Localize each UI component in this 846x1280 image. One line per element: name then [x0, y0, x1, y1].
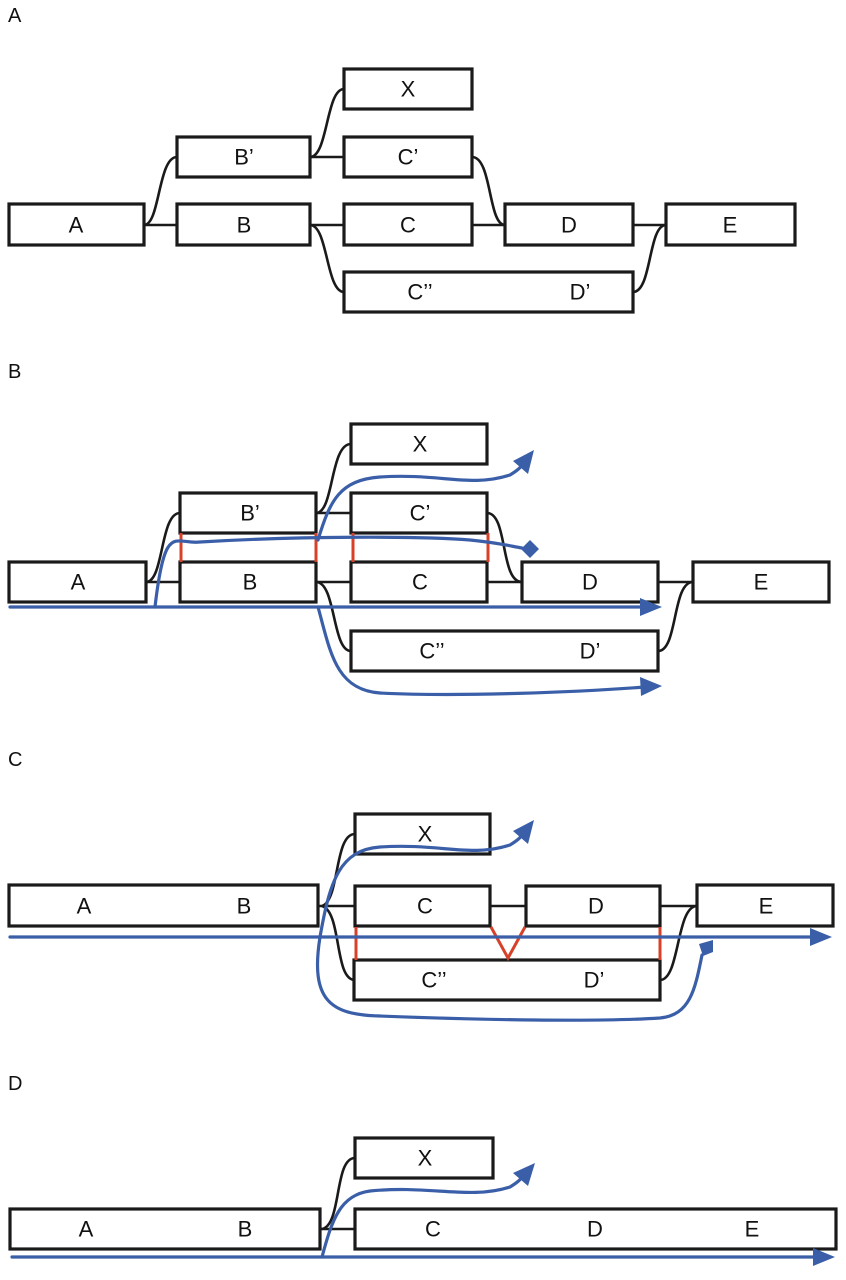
box-e: E [691, 560, 831, 604]
box-dprime-label: D’ [584, 968, 605, 993]
box-c-prime: C’ [349, 491, 489, 535]
box-dprime-label: D’ [570, 280, 591, 305]
connector-b-cpp [321, 904, 356, 982]
panel-c-label: C [8, 749, 22, 771]
diamond-icon [699, 940, 713, 956]
panel-b-label: B [8, 361, 21, 383]
connector-dprime-e [657, 580, 694, 653]
box-c-label: C [400, 213, 416, 238]
box-c-label: C [417, 894, 433, 919]
connector-cprime-d [471, 155, 506, 227]
box-x: X [349, 422, 489, 466]
box-b-prime-label: B’ [234, 145, 254, 170]
connector-b-cpp [309, 223, 345, 294]
box-c-prime-label: C’ [410, 501, 431, 526]
box-dprime-label: D’ [580, 639, 601, 664]
blue-path-x-branch [318, 831, 526, 939]
box-b: B [178, 560, 318, 604]
panel-b: B A B’ B X C’ C D E C’’ D’ [7, 361, 831, 697]
diamond-icon [521, 540, 539, 558]
box-c-label: C [412, 570, 428, 595]
box-e-label: E [723, 213, 738, 238]
box-cpp-dprime: C’’ D’ [352, 958, 662, 1002]
blue-path-x-branch [320, 1173, 526, 1259]
blue-path-cpp-branch [315, 935, 704, 1022]
box-a-label: A [69, 213, 84, 238]
arrowhead-icon [640, 677, 662, 696]
box-b-prime: B’ [178, 491, 318, 535]
box-d: D [503, 202, 635, 247]
box-cpp-dprime: C’’ D’ [349, 629, 660, 673]
connector-a-bprime [143, 155, 178, 227]
blue-path-x-branch [316, 461, 526, 542]
box-a-label: A [77, 894, 92, 919]
box-c-prime-label: C’ [398, 145, 419, 170]
arrowhead-icon [813, 1248, 835, 1266]
box-c: C [342, 202, 474, 247]
box-c: C [349, 560, 489, 604]
arrowhead-icon [810, 928, 832, 946]
connector-a-bprime [145, 511, 181, 584]
box-b: B [175, 202, 312, 247]
box-b-label: B [237, 213, 252, 238]
arrowhead-icon [640, 598, 662, 616]
box-x-label: X [418, 1146, 433, 1171]
arrowhead-icon [513, 450, 534, 474]
panel-c: C A B X C D E C’’ D’ [7, 749, 835, 1022]
box-x: X [353, 1136, 495, 1180]
box-cpp-label: C’’ [407, 280, 432, 305]
box-c-d-e: C D E [353, 1207, 838, 1251]
red-v-link [489, 926, 527, 962]
box-x-label: X [401, 77, 416, 102]
box-b-prime-label: B’ [240, 501, 260, 526]
box-d-label: D [588, 894, 604, 919]
connector-dprime-e [632, 223, 667, 294]
box-e-label: E [745, 1217, 760, 1242]
box-x-label: X [413, 432, 428, 457]
box-b-prime: B’ [175, 135, 312, 179]
box-e-label: E [754, 570, 769, 595]
box-cpp-label: C’’ [421, 968, 446, 993]
panel-a-label: A [8, 5, 22, 27]
box-a-label: A [79, 1217, 94, 1242]
box-x: X [342, 67, 474, 111]
connector-b-x [321, 1156, 356, 1231]
blue-path-cpp-branch [316, 605, 647, 697]
box-d: D [524, 884, 662, 928]
arrowhead-icon [513, 1163, 535, 1186]
box-e: E [695, 883, 835, 928]
box-b-label: B [243, 570, 258, 595]
box-e: E [664, 202, 797, 247]
box-d: D [520, 560, 660, 604]
box-c: C [353, 884, 492, 928]
box-d-label: D [582, 570, 598, 595]
connector-bprime-x [309, 87, 345, 159]
box-b-label: B [237, 894, 252, 919]
box-a-b: A B [8, 1207, 322, 1251]
arrowhead-icon [513, 820, 534, 844]
box-a-label: A [71, 570, 86, 595]
box-b-label: B [238, 1217, 253, 1242]
box-c-prime: C’ [342, 135, 474, 179]
panel-d-label: D [8, 1073, 22, 1095]
panel-d: D A B X C D E [8, 1073, 838, 1266]
connector-cprime-d [486, 511, 523, 584]
box-d-label: D [561, 213, 577, 238]
box-cpp-label: C’’ [419, 639, 444, 664]
box-a-b: A B [7, 883, 320, 928]
connector-bprime-x [315, 442, 352, 515]
box-x-label: X [418, 822, 433, 847]
box-e-label: E [759, 894, 774, 919]
panel-a: A A B’ B X C’ C D E C’’ D’ [7, 5, 797, 314]
box-a: A [7, 202, 146, 247]
box-d-label: D [587, 1217, 603, 1242]
connector-b-cpp [315, 580, 352, 653]
box-cpp-dprime: C’’ D’ [342, 270, 635, 314]
connector-dprime-e [659, 904, 698, 982]
box-a: A [7, 560, 148, 604]
box-c-label: C [425, 1217, 441, 1242]
